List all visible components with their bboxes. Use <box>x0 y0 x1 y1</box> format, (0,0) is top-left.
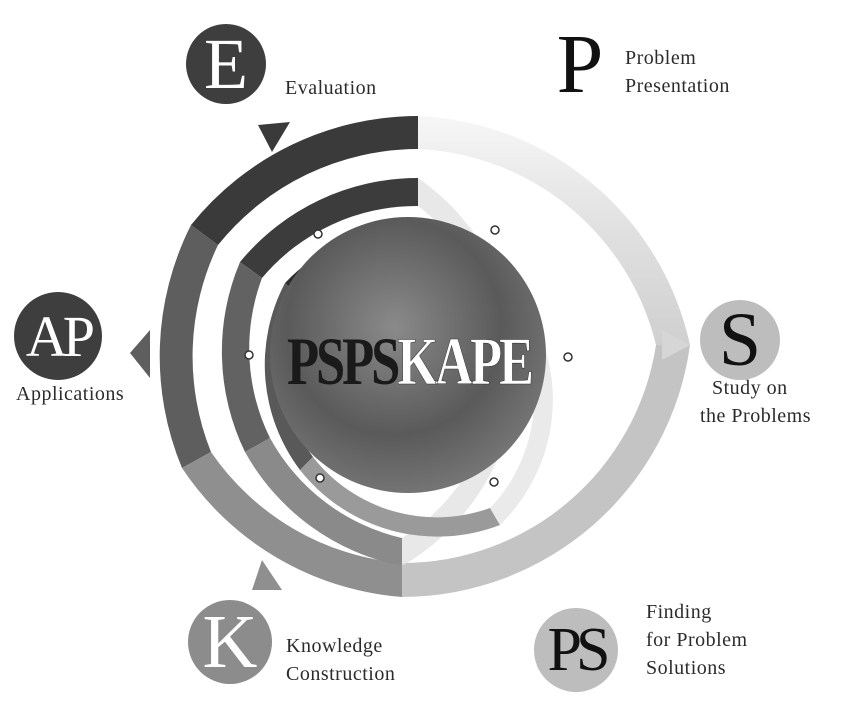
label-applications-line1: Applications <box>16 383 125 405</box>
marker-dot <box>489 477 499 487</box>
outer-ring-segment-left <box>159 225 218 468</box>
badge-applications: AP <box>14 292 102 380</box>
badge-finding: PS <box>534 608 618 692</box>
label-evaluation-line1: Evaluation <box>285 77 377 99</box>
badge-study: S <box>700 298 780 382</box>
badge-evaluation: E <box>186 24 266 104</box>
label-knowledge-line1: Knowledge <box>286 635 383 657</box>
center-title-part1: PSPS <box>287 323 398 399</box>
marker-dot <box>244 350 254 360</box>
label-study-line1: Study on <box>712 377 788 399</box>
center-disc <box>270 217 546 493</box>
arrow-notch-bottom <box>252 560 282 590</box>
middle-ring-segment-bottom <box>245 438 402 566</box>
outer-ring-segment-bottom-left <box>182 452 402 597</box>
inner-ring-segment-bottom <box>300 457 500 537</box>
label-finding: Finding for Problem Solutions <box>646 598 748 682</box>
label-knowledge: Knowledge Construction <box>286 632 395 688</box>
label-problem-line2: Presentation <box>625 75 730 97</box>
label-finding-line1: Finding <box>646 601 712 623</box>
label-study: Study on the Problems <box>700 374 811 430</box>
marker-dot <box>490 225 500 235</box>
center-title: PSPSKAPE <box>287 323 531 399</box>
marker-dot <box>313 229 323 239</box>
label-evaluation: Evaluation <box>285 74 377 102</box>
label-finding-line3: Solutions <box>646 657 727 679</box>
label-problem-line1: Problem <box>625 47 697 69</box>
middle-ring-segment-top <box>240 177 418 278</box>
marker-dot <box>563 352 573 362</box>
outer-ring-segment-top-left <box>191 116 418 245</box>
label-knowledge-line2: Construction <box>286 663 396 685</box>
label-problem: Problem Presentation <box>625 44 730 100</box>
badge-knowledge: K <box>188 600 272 684</box>
arrow-notch-left <box>130 330 150 378</box>
outer-ring-segment-bottom-right <box>402 345 690 597</box>
badge-problem: P <box>556 17 604 111</box>
label-study-line2: the Problems <box>700 405 811 427</box>
label-finding-line2: for Problem <box>646 629 748 651</box>
marker-dot <box>315 473 325 483</box>
arrow-notch-right <box>662 330 690 360</box>
center-title-part2: KAPE <box>397 323 531 399</box>
label-applications: Applications <box>16 380 124 408</box>
arrow-notch-top <box>258 122 290 152</box>
outer-ring-segment-right <box>418 116 690 345</box>
